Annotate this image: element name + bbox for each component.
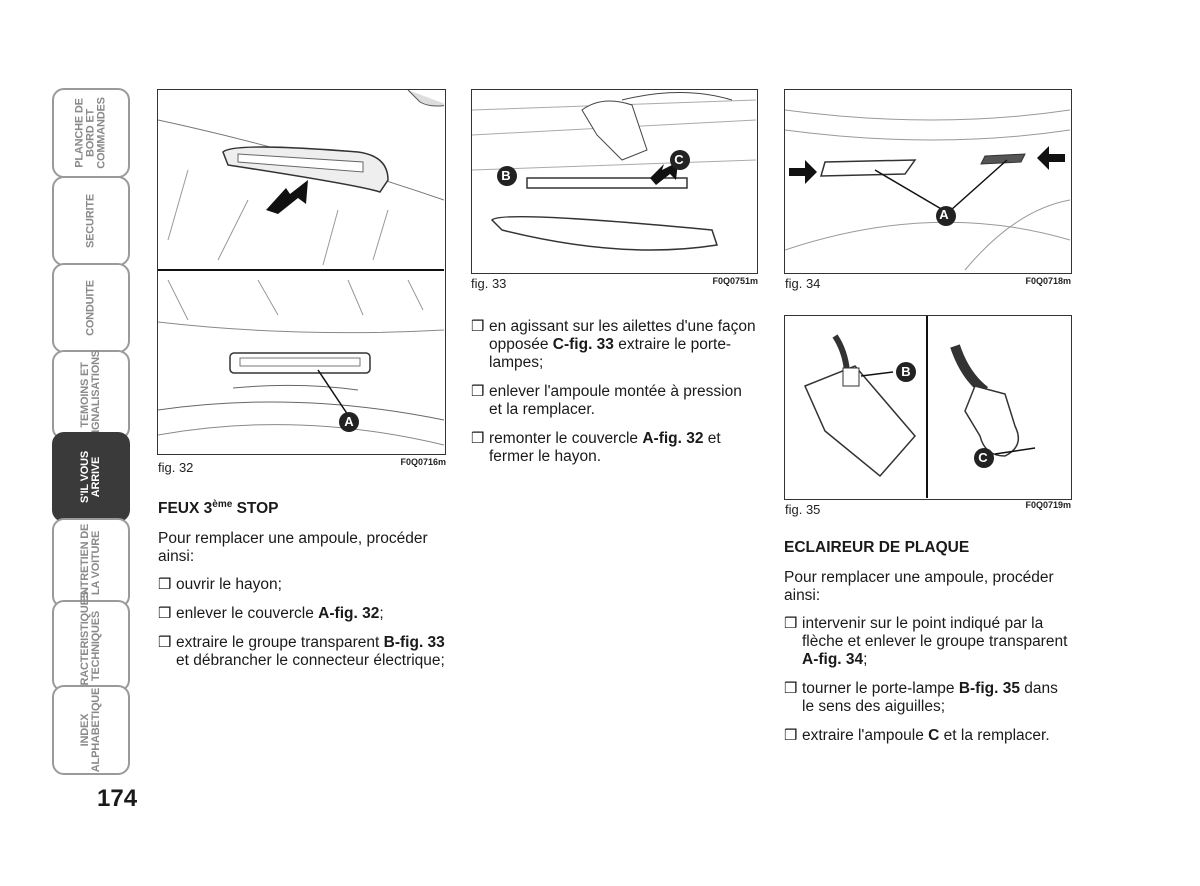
figure-32-caption: fig. 32 (158, 460, 194, 475)
bullet-text: en agissant sur les ailettes d'une façon… (489, 318, 756, 353)
figure-32-callout-a: A (344, 414, 354, 429)
tab-label: SECURITE (84, 193, 97, 249)
tab-label: S'IL VOUS ARRIVE (79, 451, 102, 503)
bullet-text-end: et la remplacer. (939, 727, 1050, 744)
tab-label: PLANCHE DE BORD ET COMMANDES (73, 97, 108, 169)
figure-35-callout-b: B (901, 364, 911, 379)
section-feux-stop: FEUX 3ème STOP Pour remplacer une ampoul… (158, 496, 446, 681)
bullet-item: ❒ remonter le couvercle A-fig. 32 et fer… (471, 430, 759, 466)
tab-conduite[interactable]: CONDUITE (52, 263, 130, 353)
bullet-text-end: dans le sens des aiguilles; (802, 680, 1058, 715)
bullet-item: ❒ intervenir sur le point indiqué par la… (784, 615, 1072, 669)
tab-caracteristiques[interactable]: CARACTERISTIQUES TECHNIQUES (52, 591, 130, 701)
tab-securite[interactable]: SECURITE (52, 176, 130, 266)
page-number: 174 (97, 785, 138, 812)
tab-index[interactable]: INDEX ALPHABETIQUE (52, 685, 130, 775)
tab-label: TEMOINS ET SIGNALISATIONS (79, 350, 102, 440)
figure-33-callout-c: C (674, 152, 684, 167)
title-sup: ème (212, 499, 233, 510)
figure-reference: B-fig. 33 (383, 634, 445, 652)
figure-reference: A-fig. 34 (802, 651, 864, 668)
bullet-item: ❒ enlever le couvercle A-fig. 32; (158, 605, 446, 623)
figure-reference: B-fig. 35 (958, 680, 1020, 697)
figure-reference: C (928, 727, 940, 744)
checkbox-icon: ❒ (158, 576, 172, 594)
figure-34-callout-a: A (939, 207, 949, 222)
section-middle-instructions: ❒ en agissant sur les ailettes d'une faç… (471, 318, 759, 477)
tab-label: CONDUITE (84, 280, 97, 336)
figure-33-callout-b: B (501, 168, 511, 183)
section-eclaireur-plaque: ECLAIREUR DE PLAQUE Pour remplacer une a… (784, 539, 1072, 756)
bullet-item: ❒ extraire le groupe transparent B-fig. … (158, 634, 446, 670)
tab-sil-vous-arrive[interactable]: S'IL VOUS ARRIVE (52, 432, 130, 522)
bullet-text: remonter le couvercle (489, 430, 643, 447)
section-title: FEUX 3ème STOP (158, 496, 446, 518)
figure-reference: A-fig. 32 (642, 430, 704, 447)
figure-33-illustration (471, 89, 758, 274)
bullet-text: enlever le couvercle (176, 605, 319, 623)
checkbox-icon: ❒ (158, 605, 172, 623)
title-prefix: FEUX 3 (158, 500, 213, 518)
figure-35-illustration (784, 315, 1072, 500)
checkbox-icon: ❒ (784, 680, 798, 697)
intro-paragraph: Pour remplacer une ampoule, procéder ain… (158, 530, 428, 566)
bullet-text-end: et débrancher le connecteur électrique; (176, 652, 445, 670)
bullet-text: ouvrir le hayon; (176, 576, 282, 594)
bullet-item: ❒ tourner le porte-lampe B-fig. 35 dans … (784, 680, 1072, 716)
figure-35-code: F0Q0719m (1025, 500, 1071, 510)
tab-label: INDEX ALPHABETIQUE (79, 687, 102, 773)
bullet-item: ❒ extraire l'ampoule C et la remplacer. (784, 727, 1072, 745)
bullet-text-end: ; (379, 605, 384, 623)
bullet-text: enlever l'ampoule montée à pression et l… (489, 383, 742, 418)
tab-temoins[interactable]: TEMOINS ET SIGNALISATIONS (52, 350, 130, 440)
bullet-text-end: extraire le porte-lampes; (489, 336, 732, 371)
figure-33-code: F0Q0751m (712, 276, 758, 286)
bullet-text: extraire l'ampoule (802, 727, 929, 744)
bullet-text-end: et fermer le hayon. (489, 430, 721, 465)
bullet-text: extraire le groupe transparent (176, 634, 384, 652)
tab-planche-de-bord[interactable]: PLANCHE DE BORD ET COMMANDES (52, 88, 130, 178)
figure-reference: C-fig. 33 (552, 336, 614, 353)
bullet-text: intervenir sur le point indiqué par la f… (802, 615, 1068, 650)
section-title: ECLAIREUR DE PLAQUE (784, 539, 970, 556)
tab-entretien[interactable]: ENTRETIEN DE LA VOITURE (52, 518, 130, 608)
figure-reference: A-fig. 32 (318, 605, 380, 623)
checkbox-icon: ❒ (784, 727, 798, 744)
bullet-text: tourner le porte-lampe (802, 680, 959, 697)
figure-33-caption: fig. 33 (471, 276, 507, 291)
checkbox-icon: ❒ (158, 634, 172, 652)
figure-35-caption: fig. 35 (785, 502, 821, 517)
bullet-item: ❒ ouvrir le hayon; (158, 576, 446, 594)
checkbox-icon: ❒ (784, 615, 798, 632)
intro-paragraph: Pour remplacer une ampoule, procéder ain… (784, 569, 1054, 604)
figure-34-code: F0Q0718m (1025, 276, 1071, 286)
figure-35-callout-c: C (978, 450, 988, 465)
figure-34-caption: fig. 34 (785, 276, 821, 291)
title-suffix: STOP (232, 500, 279, 518)
bullet-text-end: ; (863, 651, 868, 668)
figure-34-illustration (784, 89, 1072, 274)
checkbox-icon: ❒ (471, 383, 485, 400)
checkbox-icon: ❒ (471, 318, 485, 335)
figure-32-code: F0Q0716m (400, 457, 446, 467)
bullet-item: ❒ enlever l'ampoule montée à pression et… (471, 383, 759, 419)
figure-32-illustration (157, 89, 446, 455)
bullet-item: ❒ en agissant sur les ailettes d'une faç… (471, 318, 759, 372)
checkbox-icon: ❒ (471, 430, 485, 447)
